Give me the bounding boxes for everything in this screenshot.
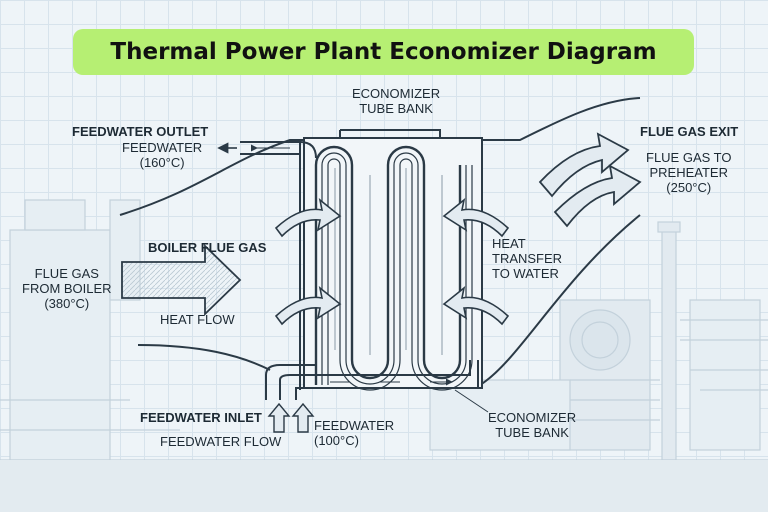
label-feedwater-inlet-sub: FEEDWATER (100°C) [314, 418, 394, 448]
flue-gas-duct [119, 97, 641, 390]
label-line: TRANSFER [492, 251, 563, 266]
label-line: FROM BOILER [22, 281, 112, 296]
label-line: TUBE BANK [495, 425, 569, 440]
label-line: HEAT [492, 236, 526, 251]
label-line: TUBE BANK [359, 101, 433, 116]
label-flue-gas-exit: FLUE GAS EXIT [640, 124, 739, 139]
feedwater-flow-arrows [267, 402, 315, 433]
label-line: (100°C) [314, 433, 359, 448]
label-heat-flow: HEAT FLOW [160, 312, 235, 327]
label-feedwater-outlet: FEEDWATER OUTLET [72, 124, 209, 139]
page-title: Thermal Power Plant Economizer Diagram [110, 39, 657, 65]
label-feedwater-inlet: FEEDWATER INLET [140, 410, 262, 425]
flue-gas-exit-arrows [538, 132, 642, 228]
feedwater-outlet-pipe [240, 141, 317, 159]
label-tube-bank-bottom: ECONOMIZER TUBE BANK [488, 410, 576, 440]
label-heat-transfer: HEAT TRANSFER TO WATER [492, 236, 562, 281]
label-line: (380°C) [44, 296, 90, 311]
feedwater-inlet-pipe [265, 360, 479, 400]
label-line: PREHEATER [649, 165, 729, 180]
label-line: ECONOMIZER [488, 410, 577, 425]
label-line: FEEDWATER [314, 418, 395, 433]
label-line: FEEDWATER [122, 140, 203, 155]
economizer-tube-bank [303, 129, 483, 389]
label-boiler-flue-gas: BOILER FLUE GAS [148, 240, 267, 255]
label-line: FLUE GAS TO [646, 150, 732, 165]
label-line: (250°C) [666, 180, 712, 195]
label-line: (160°C) [139, 155, 185, 170]
label-feedwater-flow: FEEDWATER FLOW [160, 434, 282, 449]
label-flue-gas-from-boiler: FLUE GAS FROM BOILER (380°C) [22, 266, 112, 311]
label-feedwater-outlet-sub: FEEDWATER (160°C) [122, 140, 202, 170]
label-line: ECONOMIZER [352, 86, 441, 101]
label-flue-gas-exit-sub: FLUE GAS TO PREHEATER (250°C) [646, 150, 732, 195]
label-line: TO WATER [492, 266, 559, 281]
label-line: FLUE GAS [34, 266, 99, 281]
background-plant [0, 199, 768, 512]
heat-flow-arrows [274, 198, 510, 326]
title-banner: Thermal Power Plant Economizer Diagram [73, 29, 694, 75]
flue-gas-inlet-arrow [121, 243, 242, 317]
label-tube-bank-top: ECONOMIZER TUBE BANK [352, 86, 440, 116]
leader-lines [454, 389, 489, 413]
